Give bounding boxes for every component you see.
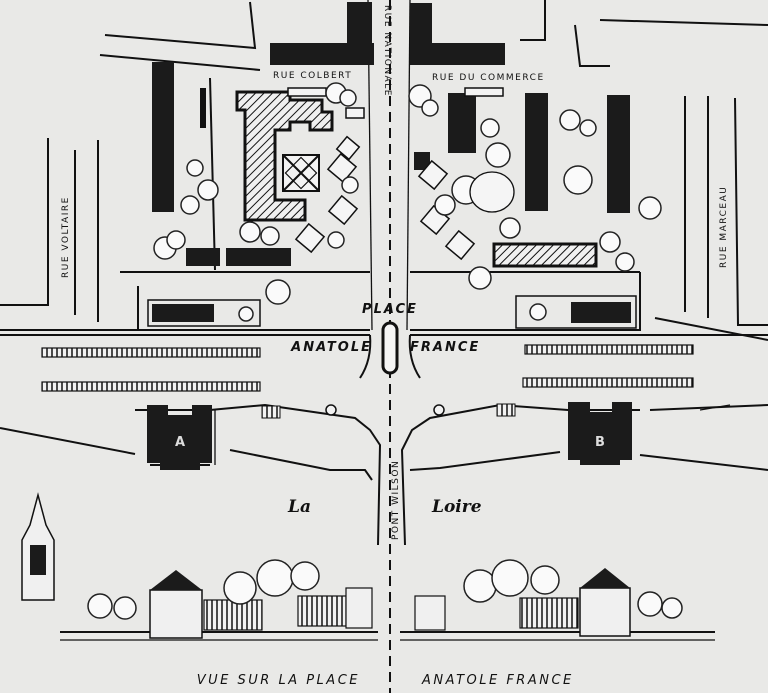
place-label-anatole: ANATOLE	[290, 340, 372, 355]
street-label-commerce: RUE DU COMMERCE	[432, 73, 545, 83]
street-label-colbert: RUE COLBERT	[273, 71, 352, 81]
elevation-view	[21, 492, 715, 641]
place-label-france: FRANCE	[410, 340, 480, 355]
bridge-label: PONT WILSON	[391, 460, 401, 540]
building-label-a: A	[175, 435, 185, 450]
buildings	[147, 2, 637, 470]
place-label-line1: PLACE	[362, 302, 418, 317]
river-label-loire: Loire	[431, 497, 482, 517]
caption-right: ANATOLE FRANCE	[421, 673, 574, 688]
rail-tracks	[41, 344, 694, 392]
tree-clumps	[153, 82, 662, 322]
river-label-la: La	[287, 497, 311, 517]
street-label-nationale: RUE NATIONALE	[382, 5, 392, 97]
building-label-b: B	[595, 435, 605, 450]
street-label-marceau: RUE MARCEAU	[719, 186, 729, 268]
central-island	[381, 321, 399, 375]
caption-left: VUE SUR LA PLACE	[197, 673, 360, 688]
street-label-voltaire: RUE VOLTAIRE	[61, 196, 71, 278]
